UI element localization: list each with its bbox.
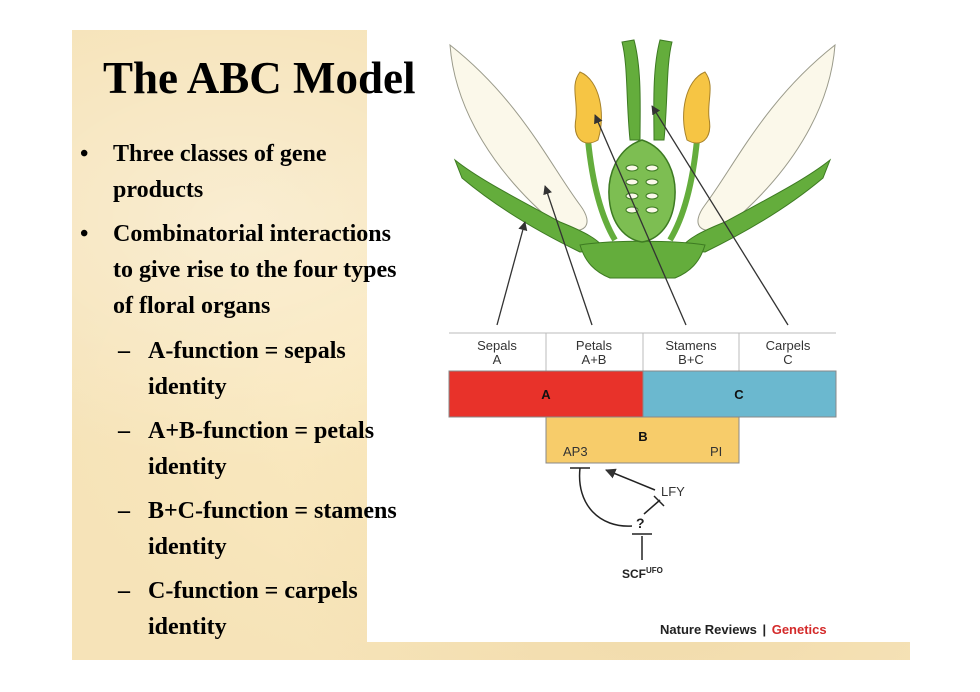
sub-bullet-4-line-1: C-function = carpels [148,578,358,604]
sub-bullet-2-line-2: identity [148,454,227,480]
bullet-1-line-1: Three classes of gene [113,141,327,167]
credit-journal: Nature Reviews [660,622,757,637]
regulatory-network [570,467,665,560]
slide-title: The ABC Model [103,53,416,103]
organ-label-table: Sepals A Petals A+B Stamens B+C Carpels … [449,332,836,371]
organ-genes-stamens: B+C [678,352,704,367]
organ-genes-carpels: C [783,352,792,367]
figure-credit: Nature Reviews | Genetics [660,622,827,637]
sub-bullet-3-line-1: B+C-function = stamens [148,498,397,524]
sub-bullet-1-line-2: identity [148,374,227,400]
pointer-stamens [594,114,687,326]
bullet-marker: • [80,221,89,247]
petal-left [449,43,588,232]
sub-bullet-1-line-1: A-function = sepals [148,338,346,364]
organ-genes-sepals: A [493,352,502,367]
bullet-2-line-2: to give rise to the four types [113,257,397,283]
unknown-factor-label: ? [636,515,645,531]
ap3-label: AP3 [563,444,588,459]
credit-section: Genetics [771,622,827,637]
bullet-1-line-2: products [113,177,204,203]
sub-bullet-marker: – [118,498,130,524]
scf-label: SCFUFO [622,566,663,581]
bullet-marker: • [80,141,89,167]
sub-bullet-marker: – [118,578,130,604]
pointer-carpels [651,105,789,326]
organ-label-petals: Petals [576,338,613,353]
sepal-right [679,158,832,253]
pi-label: PI [710,444,722,459]
c-function-label: C [734,387,744,402]
lfy-label: LFY [661,484,685,499]
receptacle [579,240,706,279]
petal-right [697,43,836,232]
b-function-label: B [638,429,647,444]
organ-label-stamens: Stamens [665,338,717,353]
sub-bullet-marker: – [118,418,130,444]
flower-illustration [449,39,836,279]
organ-genes-petals: A+B [582,352,607,367]
sub-bullet-3-line-2: identity [148,534,227,560]
pointer-sepals [496,221,528,326]
stamen-anther-right [683,71,711,144]
organ-label-carpels: Carpels [766,338,811,353]
stamen-filament-left [585,139,618,242]
credit-separator: | [762,622,767,637]
sub-bullet-marker: – [118,338,130,364]
sub-bullet-4-line-2: identity [148,614,227,640]
organ-label-sepals: Sepals [477,338,517,353]
ovules [625,164,659,214]
c-function-bar [642,370,837,418]
sub-bullet-2-line-1: A+B-function = petals [148,418,375,444]
a-function-bar [448,370,644,418]
bullet-2-line-3: of floral organs [113,293,271,319]
carpel-ovary [608,139,676,243]
stamen-filament-right [667,139,700,242]
a-function-label: A [541,387,551,402]
bullet-2-line-1: Combinatorial interactions [113,221,391,247]
sepal-left [453,158,606,253]
b-function-bar [545,416,740,464]
pointer-petals [543,185,593,326]
stamen-anther-left [574,71,602,144]
